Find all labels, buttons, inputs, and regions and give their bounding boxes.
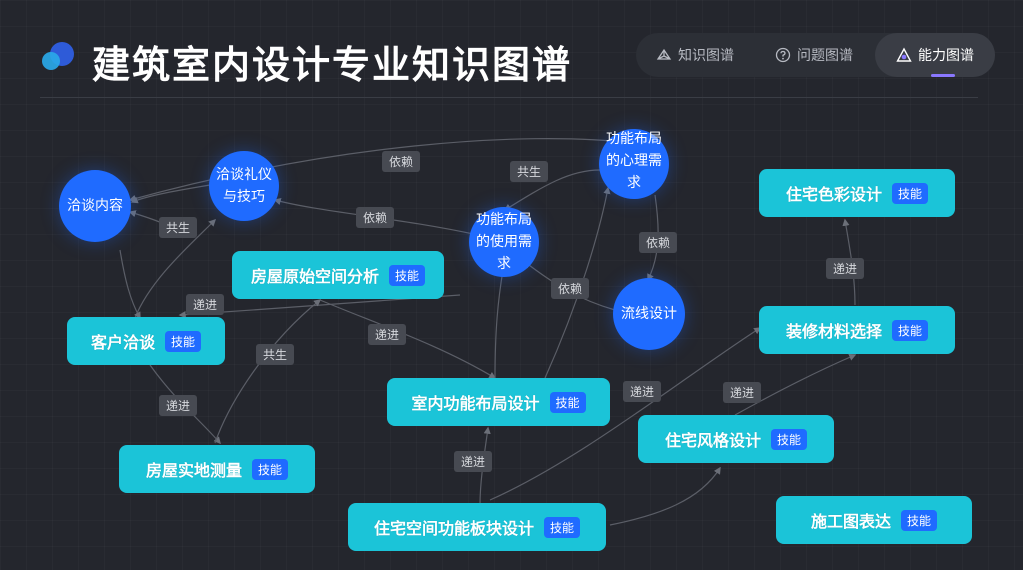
edge-label: 递进 (368, 324, 407, 345)
edge-label: 递进 (623, 381, 662, 402)
skill-node-layout-design[interactable]: 室内功能布局设计 技能 (387, 378, 610, 426)
node-label: 客户洽谈 (90, 333, 155, 352)
node-label: 洽谈礼仪与技巧 (216, 167, 272, 205)
edge-label: 递进 (826, 258, 865, 279)
node-label: 住宅色彩设计 (785, 185, 882, 204)
edge-label: 共生 (159, 217, 198, 238)
tab-label: 能力图谱 (918, 48, 974, 64)
question-icon (775, 47, 791, 63)
tab-question-graph[interactable]: 问题图谱 (775, 33, 853, 77)
skill-badge: 技能 (165, 330, 202, 352)
edge-label: 依赖 (639, 232, 678, 253)
tab-ability-graph[interactable]: 能力图谱 (875, 33, 995, 77)
edge-label: 共生 (510, 161, 549, 182)
edge-label: 递进 (723, 382, 762, 403)
edge-label: 递进 (186, 294, 225, 315)
edge (544, 186, 611, 379)
skill-badge: 技能 (252, 458, 289, 480)
node-label: 房屋实地测量 (145, 461, 242, 480)
skill-node-construction-drawing[interactable]: 施工图表达 技能 (776, 496, 972, 544)
edge-label: 共生 (256, 344, 295, 365)
graph-type-tabs: 知识图谱 问题图谱 能力图谱 (636, 33, 995, 77)
node-label: 装修材料选择 (785, 322, 882, 341)
edge (609, 466, 721, 526)
node-label: 流线设计 (621, 306, 677, 322)
knowledge-node-usage-needs[interactable]: 功能布局的使用需求 (469, 207, 539, 277)
edge (494, 268, 506, 379)
edge (134, 218, 217, 319)
node-label: 室内功能布局设计 (411, 394, 540, 413)
skill-badge: 技能 (389, 264, 426, 286)
skill-node-material-selection[interactable]: 装修材料选择 技能 (759, 306, 955, 354)
edge-label: 依赖 (551, 278, 590, 299)
edge (214, 299, 322, 444)
node-label: 洽谈内容 (67, 198, 123, 214)
knowledge-node-psychological-needs[interactable]: 功能布局的心理需求 (599, 129, 669, 199)
skill-node-style-design[interactable]: 住宅风格设计 技能 (638, 415, 834, 463)
edge (503, 169, 601, 211)
edge (734, 353, 857, 416)
skill-badge: 技能 (892, 182, 929, 204)
edge-label: 依赖 (382, 151, 421, 172)
skill-node-space-analysis[interactable]: 房屋原始空间分析 技能 (232, 251, 444, 299)
knowledge-node-circulation-design[interactable]: 流线设计 (613, 278, 685, 350)
app-logo-icon (42, 42, 76, 72)
edge-label: 递进 (159, 395, 198, 416)
edge-label: 依赖 (356, 207, 395, 228)
node-label: 功能布局的使用需求 (476, 212, 532, 272)
tab-label: 问题图谱 (797, 48, 853, 64)
skill-badge: 技能 (892, 319, 929, 341)
node-label: 功能布局的心理需求 (606, 131, 662, 191)
node-label: 施工图表达 (810, 512, 891, 531)
header-divider (40, 97, 978, 98)
active-tab-indicator (931, 74, 955, 77)
skill-badge: 技能 (549, 391, 586, 413)
node-label: 房屋原始空间分析 (250, 267, 379, 286)
edge (319, 299, 497, 379)
edge (489, 327, 762, 501)
node-label: 住宅空间功能板块设计 (373, 519, 534, 538)
edge-label: 递进 (454, 451, 493, 472)
page-title: 建筑室内设计专业知识图谱 (92, 43, 573, 87)
tab-label: 知识图谱 (678, 48, 734, 64)
skill-node-color-design[interactable]: 住宅色彩设计 技能 (759, 169, 955, 217)
skill-node-functional-block-design[interactable]: 住宅空间功能板块设计 技能 (348, 503, 606, 551)
knowledge-node-negotiation-etiquette[interactable]: 洽谈礼仪与技巧 (209, 151, 279, 221)
edge (130, 184, 211, 204)
ability-icon (896, 47, 912, 62)
edge (119, 249, 141, 320)
node-label: 住宅风格设计 (664, 431, 761, 450)
tab-knowledge-graph[interactable]: 知识图谱 (656, 33, 734, 77)
skill-badge: 技能 (901, 509, 938, 531)
skill-badge: 技能 (544, 516, 581, 538)
skill-node-site-survey[interactable]: 房屋实地测量 技能 (119, 445, 315, 493)
graph-icon (656, 48, 672, 60)
skill-badge: 技能 (771, 428, 808, 450)
knowledge-node-negotiation-content[interactable]: 洽谈内容 (59, 170, 131, 242)
skill-node-client-negotiation[interactable]: 客户洽谈 技能 (67, 317, 225, 365)
